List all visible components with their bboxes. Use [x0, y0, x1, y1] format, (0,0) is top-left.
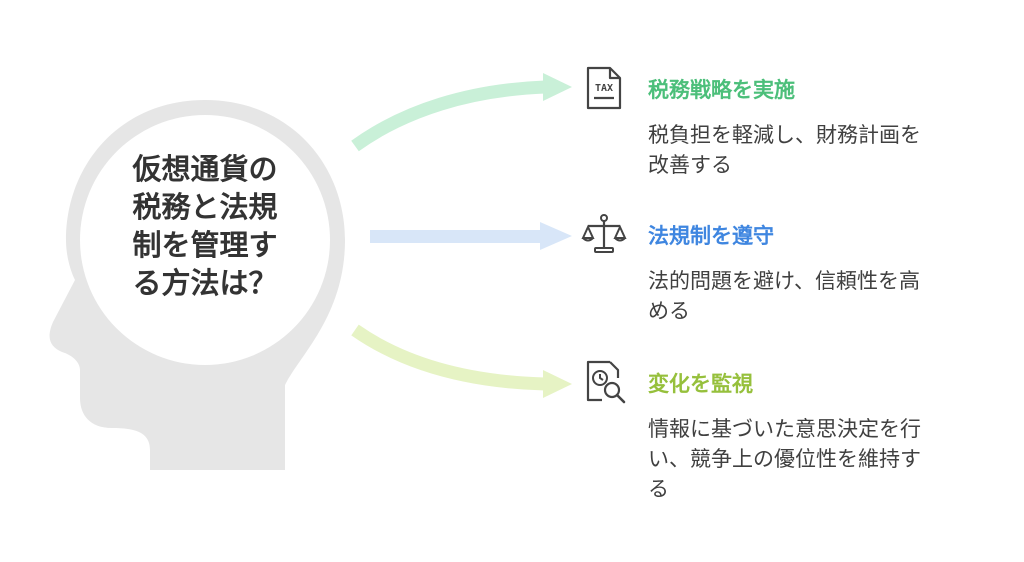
item-description-line: い、競争上の優位性を維持す: [648, 447, 921, 471]
scales-icon: [581, 214, 627, 253]
item-description-line: 改善する: [648, 153, 732, 177]
svg-text:TAX: TAX: [595, 83, 613, 94]
item-description: 情報に基づいた意思決定を行 い、競争上の優位性を維持す る: [648, 414, 1000, 504]
item-description-line: める: [648, 299, 690, 323]
center-circle: [80, 115, 330, 365]
central-question-line: 仮想通貨の: [132, 152, 278, 186]
item-title: 税務戦略を実施: [648, 78, 795, 102]
item-title: 法規制を遵守: [648, 224, 774, 248]
arrow-middle: [370, 222, 572, 250]
clock-search-icon: [586, 360, 626, 404]
item-description-line: る: [648, 477, 669, 501]
item-description: 法的問題を避け、信頼性を高 める: [648, 266, 1000, 326]
item-description-line: 情報に基づいた意思決定を行: [648, 417, 921, 441]
item-title: 変化を監視: [648, 372, 753, 396]
central-question-line: 税務と法規: [132, 190, 278, 224]
item-description-line: 税負担を軽減し、財務計画を: [648, 123, 921, 147]
central-question-line: 制を管理す: [132, 228, 278, 262]
item-description-line: 法的問題を避け、信頼性を高: [648, 269, 920, 293]
arrow-bottom: [351, 324, 572, 398]
arrow-top: [351, 73, 572, 152]
item-description: 税負担を軽減し、財務計画を 改善する: [648, 120, 1000, 180]
tax-document-icon: TAX: [586, 66, 622, 110]
central-question: 仮想通貨の 税務と法規 制を管理す る方法は？: [100, 150, 310, 302]
central-question-line: る方法は？: [132, 266, 278, 300]
